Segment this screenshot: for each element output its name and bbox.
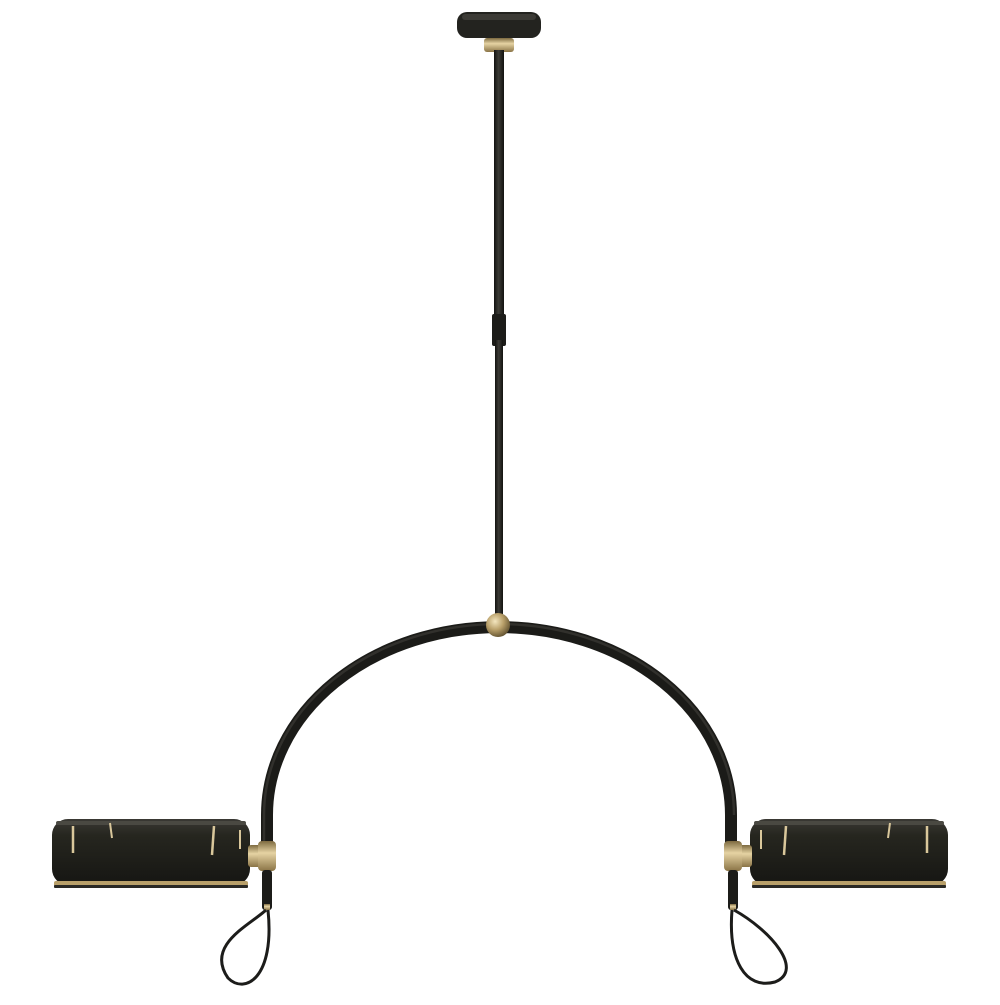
center-brass-ball [486,613,510,637]
left-lamp-shade [52,819,250,888]
right-brass-joint [724,841,752,910]
arch-arm [261,621,737,851]
right-power-cord [729,908,788,985]
ceiling-canopy [457,12,541,52]
down-rod [492,50,506,615]
right-lamp-shade [750,819,948,888]
left-brass-joint [248,841,276,910]
left-power-cord [220,908,271,986]
